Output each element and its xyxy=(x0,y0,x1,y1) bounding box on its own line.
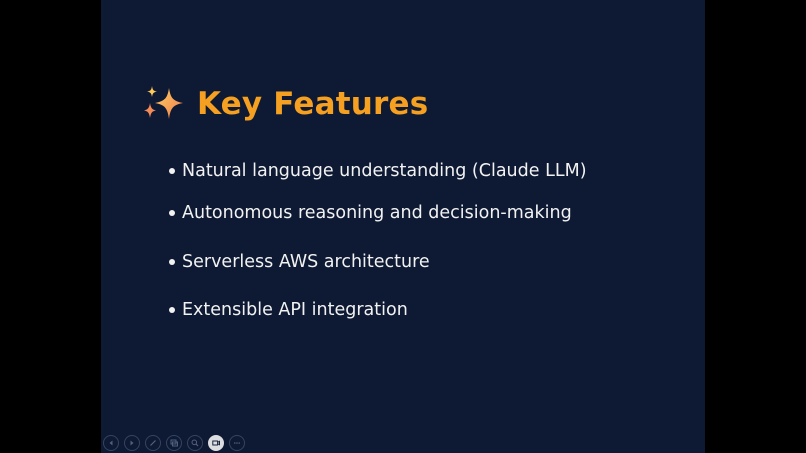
next-slide-button[interactable] xyxy=(124,435,140,451)
bullet-dot xyxy=(169,259,175,265)
bullet-text: Serverless AWS architecture xyxy=(182,252,430,272)
bullet-text: Natural language understanding (Claude L… xyxy=(182,161,587,181)
slides-icon xyxy=(170,439,178,447)
bullet-text: Extensible API integration xyxy=(182,300,408,320)
magnifier-icon xyxy=(191,439,199,447)
arrow-left-icon xyxy=(109,440,113,446)
bullet-dot xyxy=(169,307,175,313)
pen-button[interactable] xyxy=(145,435,161,451)
zoom-button[interactable] xyxy=(187,435,203,451)
bullet-item: Natural language understanding (Claude L… xyxy=(169,161,587,181)
arrow-right-icon xyxy=(130,440,134,446)
ellipsis-icon xyxy=(234,442,240,444)
pen-icon xyxy=(150,440,156,446)
video-camera-icon xyxy=(212,440,220,446)
bullet-item: Autonomous reasoning and decision-making xyxy=(169,203,572,223)
camera-button[interactable] xyxy=(208,435,224,451)
slideshow-toolbar xyxy=(103,435,245,451)
bullet-dot xyxy=(169,210,175,216)
bullet-dot xyxy=(169,168,175,174)
presentation-slide: Key Features Natural language understand… xyxy=(101,0,705,453)
more-options-button[interactable] xyxy=(229,435,245,451)
bullet-item: Extensible API integration xyxy=(169,300,408,320)
previous-slide-button[interactable] xyxy=(103,435,119,451)
see-all-slides-button[interactable] xyxy=(166,435,182,451)
sparkles-icon xyxy=(144,86,183,119)
slide-title: Key Features xyxy=(197,86,429,122)
slide-title-row: Key Features xyxy=(143,84,428,124)
bullet-text: Autonomous reasoning and decision-making xyxy=(182,203,572,223)
bullet-item: Serverless AWS architecture xyxy=(169,252,430,272)
